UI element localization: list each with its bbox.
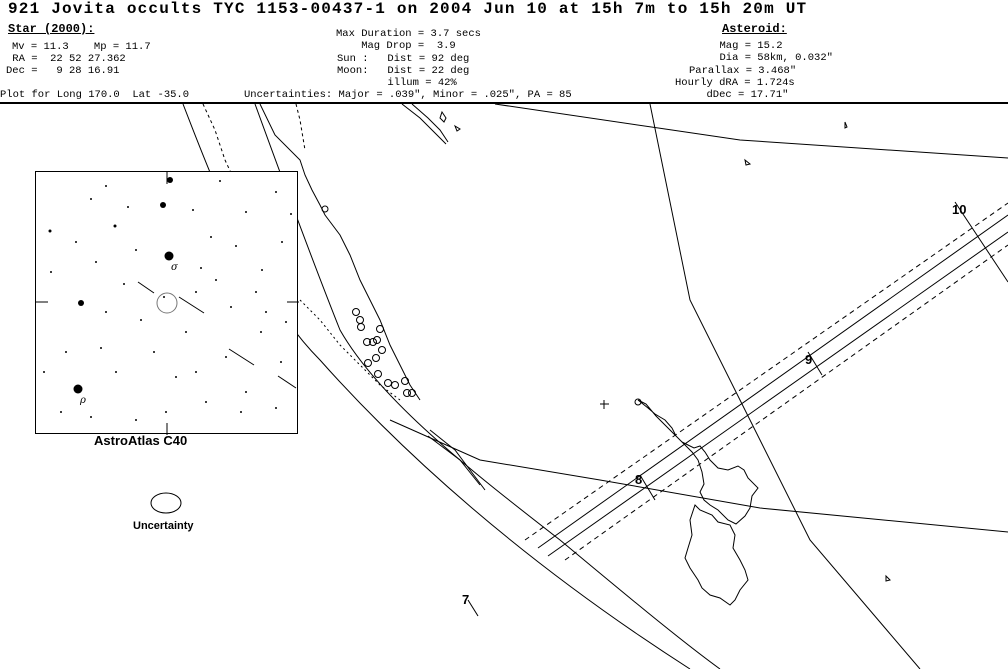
star-magnitudes: Mv = 11.3 Mp = 11.7 — [12, 41, 151, 53]
mag-drop: Mag Drop = 3.9 — [336, 40, 456, 52]
grid-line-lower — [389, 419, 1008, 533]
time-tick-8 — [639, 474, 656, 501]
moon-distance: Moon: Dist = 22 deg — [337, 65, 470, 77]
header-divider — [0, 102, 1008, 104]
time-label-9: 9 — [805, 352, 813, 367]
asteroid-track — [137, 281, 297, 389]
uncertainties-info: Uncertainties: Major = .039", Minor = .0… — [244, 89, 572, 101]
inset-caption: AstroAtlas C40 — [94, 433, 188, 448]
asteroid-heading: Asteroid: — [722, 22, 787, 36]
asteroid-ddec: dDec = 17.71" — [675, 89, 789, 101]
island-upper — [401, 104, 449, 145]
north-island — [637, 399, 759, 525]
uncertainty-ellipse-icon — [150, 492, 182, 514]
inset-frame-ticks — [36, 172, 299, 435]
asteroid-mag: Mag = 15.2 — [688, 40, 783, 52]
target-star-circle — [156, 292, 178, 314]
star-chart-inset: σ ρ — [35, 171, 299, 435]
star-dec: Dec = 9 28 16.91 — [6, 65, 120, 77]
time-label-10: 10 — [952, 202, 967, 217]
rho-label: ρ — [79, 395, 86, 406]
sun-distance: Sun : Dist = 92 deg — [337, 53, 470, 65]
coastline — [259, 104, 421, 401]
sigma-label: σ — [171, 262, 179, 273]
grid-line-meridian — [649, 104, 921, 669]
grid-line-upper — [494, 104, 1008, 159]
moon-illumination: illum = 42% — [337, 77, 457, 89]
time-tick-7 — [467, 599, 479, 617]
south-island — [684, 504, 749, 606]
path-uncertainty-north — [524, 202, 1008, 541]
limb-curve-inner — [254, 104, 721, 669]
asteroid-parallax: Parallax = 3.468" — [689, 65, 797, 77]
time-tick-10 — [954, 201, 1008, 283]
time-label-8: 8 — [635, 472, 643, 487]
occultation-map — [182, 104, 1008, 669]
time-tick-9 — [807, 351, 823, 376]
path-uncertainty-south — [564, 244, 1008, 561]
uncertainty-label: Uncertainty — [133, 520, 194, 532]
observer-stations — [321, 205, 642, 406]
max-duration: Max Duration = 3.7 secs — [336, 28, 481, 40]
path-north-limit — [537, 214, 1008, 549]
path-south-limit — [547, 231, 1008, 557]
inset-stars — [43, 177, 292, 421]
page-title: 921 Jovita occults TYC 1153-00437-1 on 2… — [8, 0, 808, 18]
star-ra: RA = 22 52 27.362 — [6, 53, 126, 65]
plot-location: Plot for Long 170.0 Lat -35.0 — [0, 89, 190, 101]
sub-star-point — [600, 400, 609, 409]
time-label-7: 7 — [462, 592, 470, 607]
asteroid-hourly-dra: Hourly dRA = 1.724s — [675, 77, 795, 89]
asteroid-diameter: Dia = 58km, 0.032" — [688, 52, 833, 64]
star-heading: Star (2000): — [8, 22, 95, 36]
